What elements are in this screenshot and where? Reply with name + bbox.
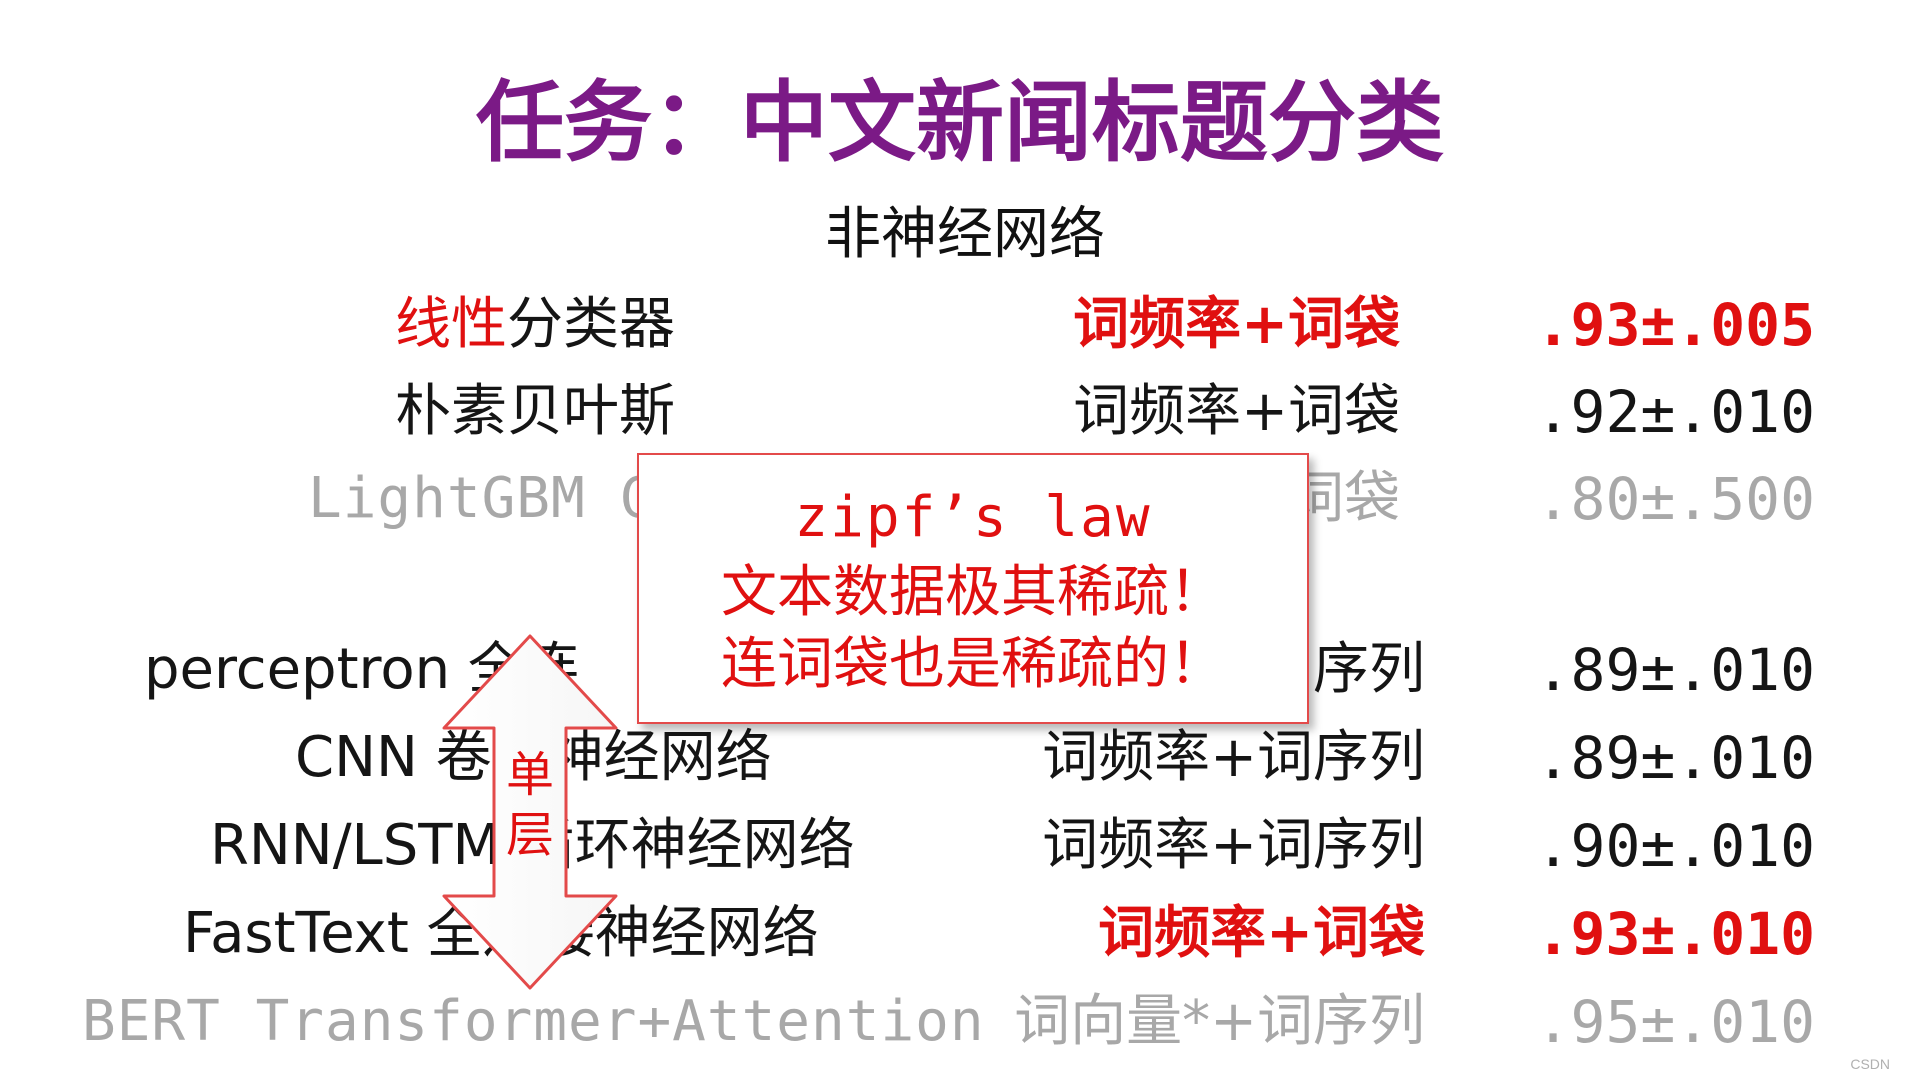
table-row: LightGBM G 词袋 .80±.500 — [0, 459, 1920, 539]
slide-title: 任务：中文新闻标题分类 — [475, 71, 1444, 174]
feature-label: 词频率+词袋 — [1098, 901, 1425, 966]
feature-label: 词频率+词序列 — [1042, 725, 1425, 790]
score-value: .95±.010 — [1535, 988, 1815, 1056]
feature-label: 词频率+词袋 — [1073, 379, 1400, 444]
zipf-callout-box: zipf’s law 文本数据极其稀疏！ 连词袋也是稀疏的！ — [637, 453, 1309, 724]
method-label: LightGBM G — [308, 466, 656, 531]
arrow-label: 单层 — [505, 747, 554, 863]
score-value: .93±.005 — [1535, 291, 1815, 359]
callout-title: zipf’s law — [794, 485, 1152, 550]
watermark: CSDN — [1850, 1056, 1890, 1072]
callout-line: 连词袋也是稀疏的！ — [721, 632, 1225, 697]
score-value: .90±.010 — [1535, 812, 1815, 880]
double-arrow-icon — [442, 634, 618, 990]
method-emphasis: 线性 — [395, 292, 507, 357]
table-row: 朴素贝叶斯 词频率+词袋 .92±.010 — [0, 372, 1920, 452]
table-row: CNN 卷积神经网络 词频率+词序列 .89±.010 — [0, 718, 1920, 798]
score-value: .92±.010 — [1535, 378, 1815, 446]
table-row: FastText 全连接神经网络 词频率+词袋 .93±.010 — [0, 894, 1920, 974]
score-value: .93±.010 — [1535, 900, 1815, 968]
table-row: RNN/LSTM 循环神经网络 词频率+词序列 .90±.010 — [0, 806, 1920, 886]
callout-line: 文本数据极其稀疏！ — [721, 560, 1225, 625]
table-row: BERT Transformer+Attention 词向量*+词序列 .95±… — [0, 982, 1920, 1062]
score-value: .89±.010 — [1535, 636, 1815, 704]
feature-label: 词频率+词袋 — [1073, 292, 1400, 357]
method-linear-classifier: 线性分类器 — [395, 285, 675, 365]
section-label-non-nn: 非神经网络 — [825, 202, 1105, 267]
method-label: BERT Transformer+Attention — [82, 989, 985, 1054]
feature-label: 词频率+词序列 — [1042, 813, 1425, 878]
method-label: 朴素贝叶斯 — [395, 379, 675, 444]
feature-label: 词向量*+词序列 — [1014, 989, 1425, 1054]
score-value: .80±.500 — [1535, 465, 1815, 533]
score-value: .89±.010 — [1535, 724, 1815, 792]
table-row: 线性分类器 词频率+词袋 .93±.005 — [0, 285, 1920, 365]
method-label: 分类器 — [507, 292, 675, 357]
